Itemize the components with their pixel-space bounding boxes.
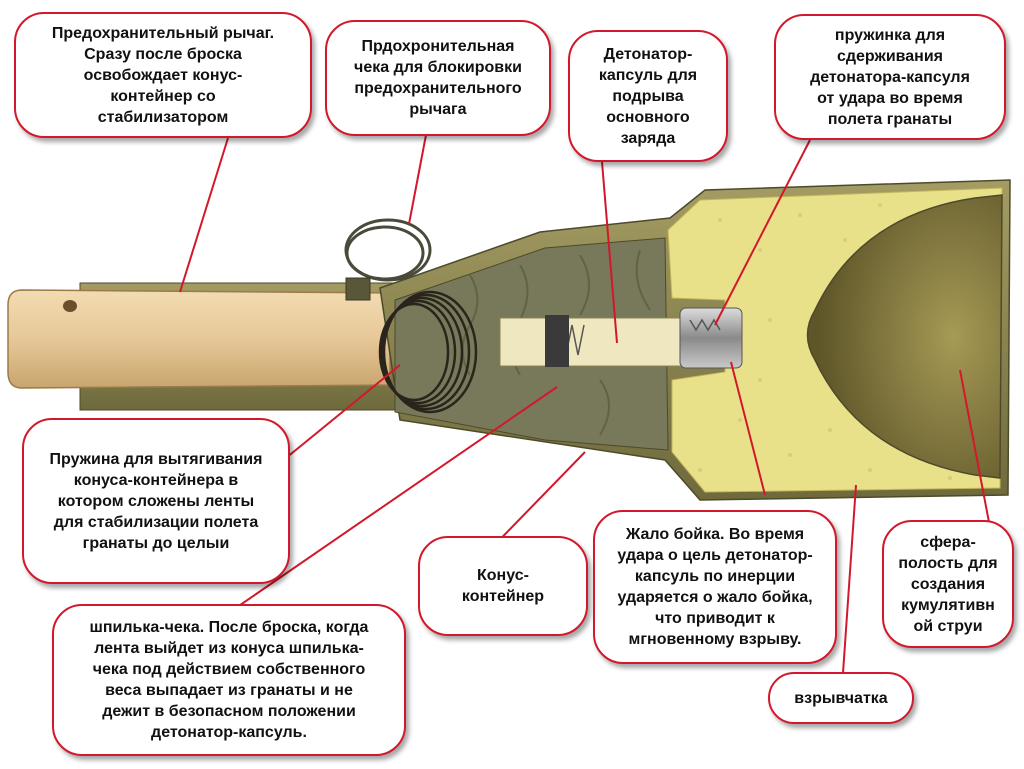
detonator-capsule: [679, 307, 743, 369]
coil-spring: [378, 290, 478, 414]
callout-pin-check: шпилька-чека. После броска, когда лента …: [52, 604, 406, 756]
callout-firing-pin: Жало бойка. Во время удара о цель детона…: [593, 510, 837, 664]
detonator-tube: [499, 317, 701, 367]
ring-mount: [345, 277, 371, 301]
wooden-handle: [7, 289, 391, 389]
firing-pin-block: [545, 315, 569, 367]
cumulative-cavity: [806, 194, 1003, 479]
pointer-lines: [179, 134, 1001, 674]
handle-hole: [63, 300, 77, 312]
callout-cone-container: Конус- контейнер: [418, 536, 588, 636]
callout-pull-spring: Пружина для вытягивания конуса-контейнер…: [22, 418, 290, 584]
safety-ring: [344, 218, 432, 282]
callout-safety-lever: Предохранительный рычаг. Сразу после бро…: [14, 12, 312, 138]
callout-safety-pin-ring: Прдохронительная чека для блокировки пре…: [325, 20, 551, 136]
callout-explosive: взрывчатка: [768, 672, 914, 724]
callout-detonator-spring: пружинка для сдерживания детонатора-капс…: [774, 14, 1006, 140]
callout-cumulative-cavity: сфера- полость для создания кумулятивн о…: [882, 520, 1014, 648]
callout-detonator-cap: Детонатор- капсуль для подрыва основного…: [568, 30, 728, 162]
